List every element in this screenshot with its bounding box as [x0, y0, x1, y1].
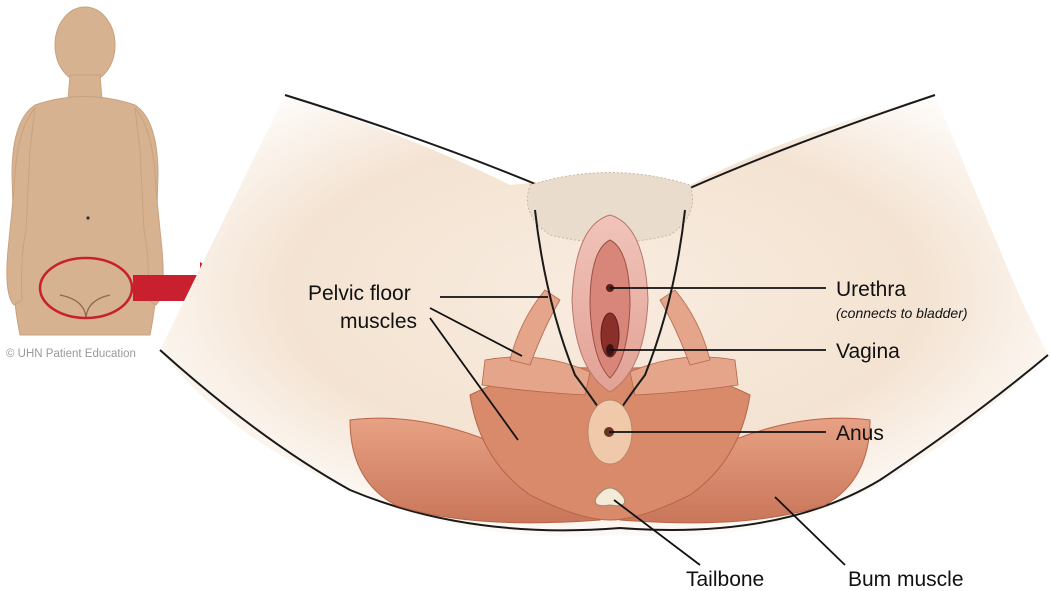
label-pelvic-floor-line2: muscles [340, 310, 417, 333]
label-tailbone: Tailbone [686, 568, 764, 591]
navel-dot [86, 216, 89, 219]
label-bum-muscle: Bum muscle [848, 568, 964, 591]
label-urethra: Urethra [836, 278, 906, 301]
label-anus: Anus [836, 422, 884, 445]
label-urethra-note: (connects to bladder) [836, 305, 968, 321]
credit-text: © UHN Patient Education [6, 348, 136, 360]
label-pelvic-floor-line1: Pelvic floor [308, 282, 411, 305]
label-vagina: Vagina [836, 340, 900, 363]
